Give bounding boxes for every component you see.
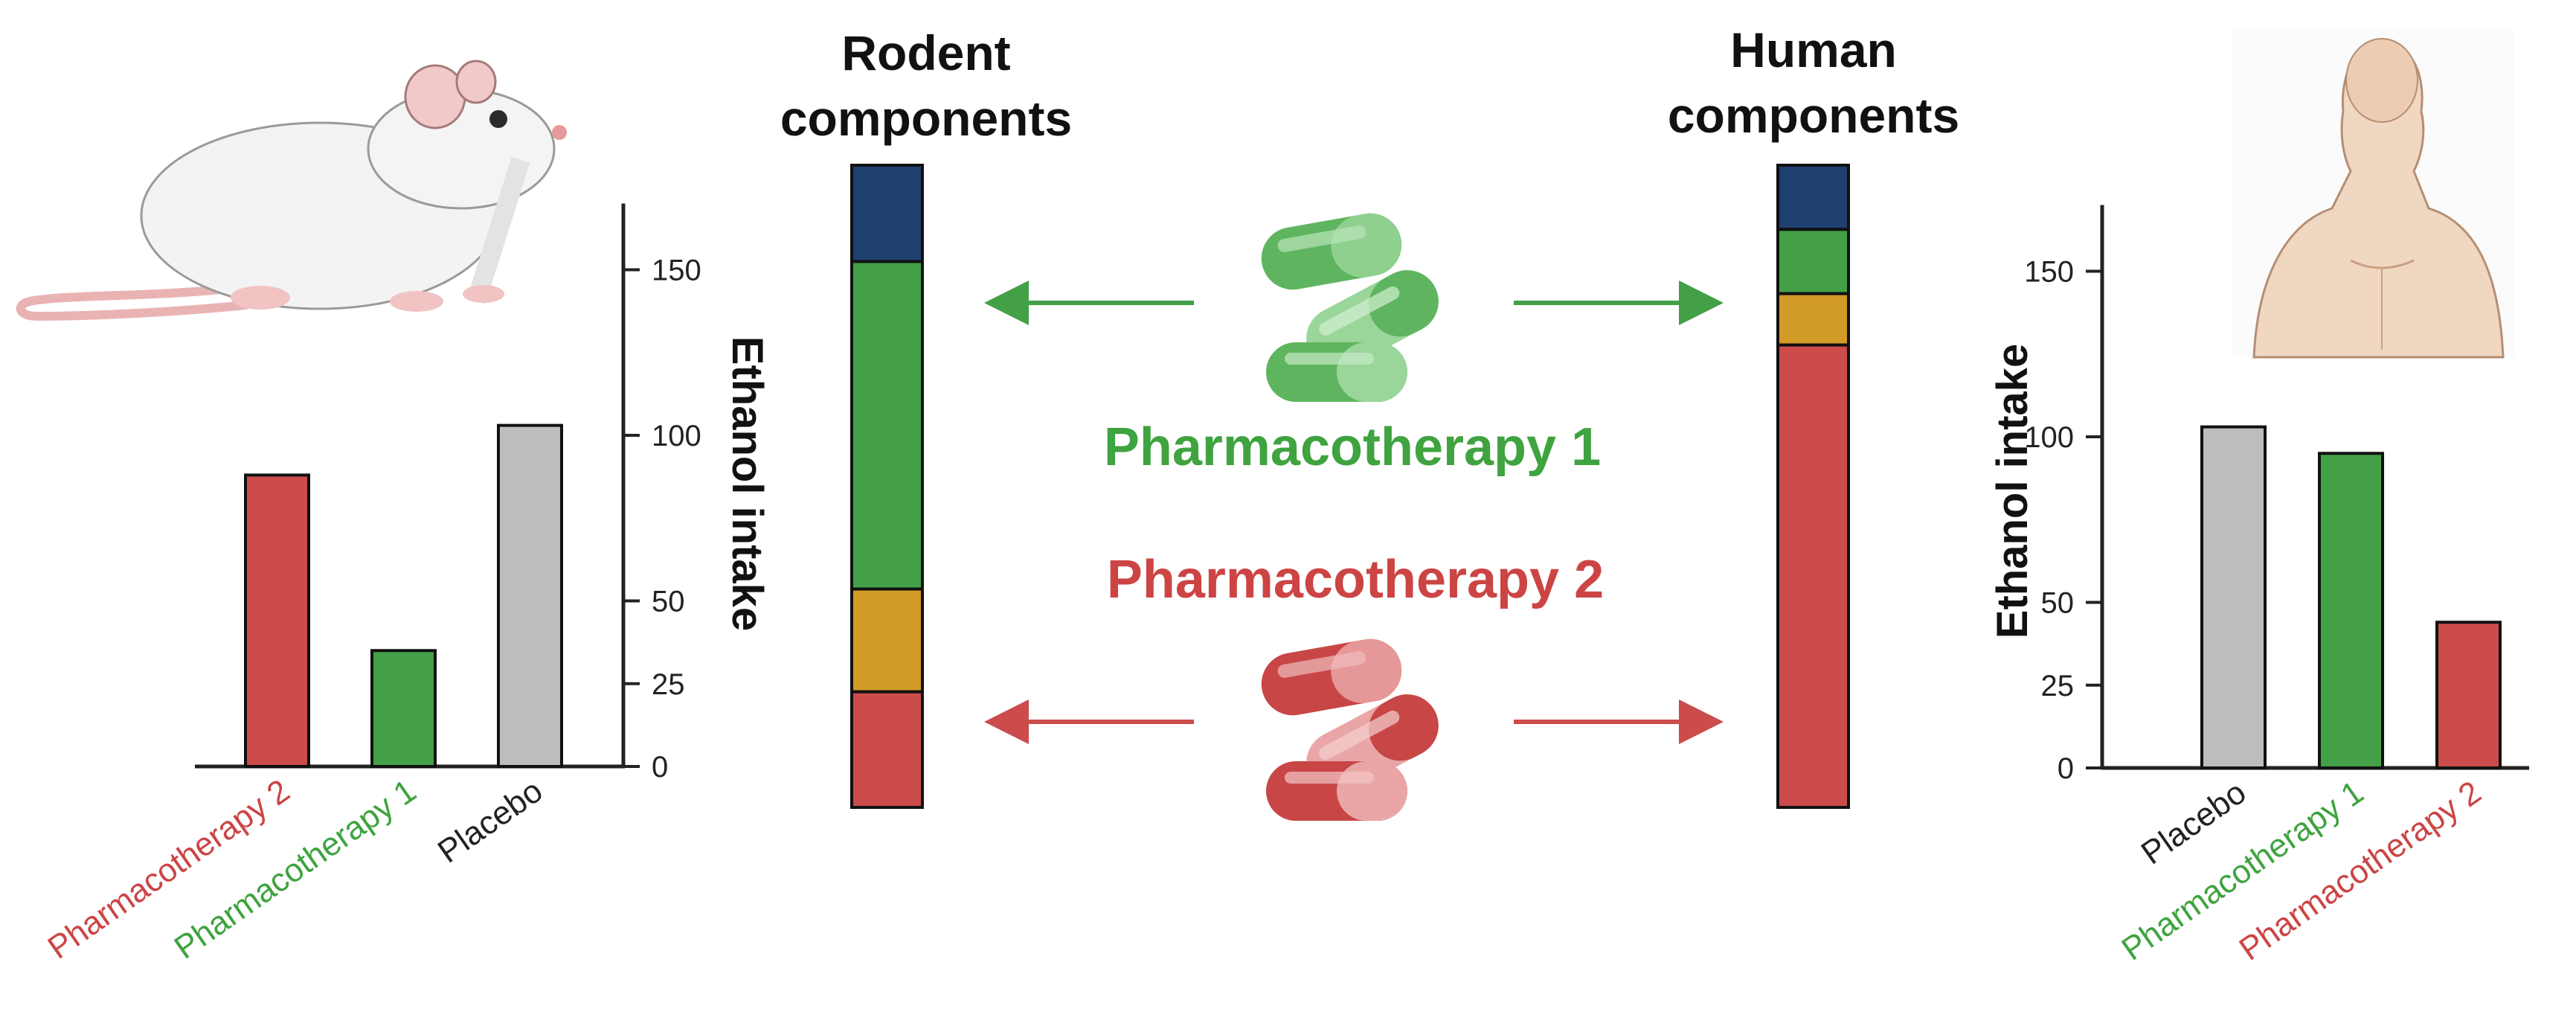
chart-tick-label: 0 bbox=[652, 751, 668, 784]
chart-bar bbox=[2200, 425, 2267, 770]
chart-y-axis-label: Ethanol intake bbox=[1988, 344, 2037, 638]
chart-bar bbox=[2318, 452, 2384, 769]
rat-icon bbox=[16, 60, 567, 321]
green-capsules-icon bbox=[1261, 213, 1439, 402]
component-segment-gold bbox=[850, 587, 924, 694]
component-segment-red bbox=[1776, 343, 1850, 809]
pharmacotherapy-2-label: Pharmacotherapy 2 bbox=[1107, 550, 1604, 609]
chart-tick-label: 150 bbox=[652, 254, 701, 287]
component-segment-gold bbox=[1776, 292, 1850, 347]
chart-tick-label: 50 bbox=[2041, 587, 2075, 620]
chart-tick-label: 25 bbox=[2041, 670, 2075, 702]
chart-bar bbox=[370, 649, 437, 768]
rodent-components-stack bbox=[850, 164, 924, 809]
human-title-line2: components bbox=[1668, 88, 1959, 143]
chart-tick-label: 50 bbox=[652, 586, 685, 618]
red-capsules-icon bbox=[1261, 638, 1439, 821]
rodent-title-line2: components bbox=[780, 91, 1072, 146]
human-components-stack bbox=[1776, 164, 1850, 809]
rodent-title-line1: Rodent bbox=[841, 25, 1010, 80]
pharmacotherapy-1-label: Pharmacotherapy 1 bbox=[1104, 417, 1601, 477]
chart-y-axis-label: Ethanol intake bbox=[723, 336, 771, 631]
component-segment-red bbox=[850, 690, 924, 809]
chart-bar bbox=[244, 473, 310, 769]
human-torso-icon bbox=[2232, 30, 2514, 359]
chart-tick-label: 100 bbox=[2024, 421, 2074, 454]
component-segment-blue bbox=[1776, 164, 1850, 231]
component-segment-blue bbox=[850, 164, 924, 263]
chart-tick-label: 100 bbox=[652, 420, 701, 452]
chart-category-label: Placebo bbox=[431, 772, 549, 870]
component-segment-green bbox=[850, 260, 924, 591]
chart-tick-label: 25 bbox=[652, 668, 685, 701]
chart-bar bbox=[497, 423, 563, 769]
chart-tick-label: 150 bbox=[2024, 256, 2074, 289]
chart-bar bbox=[2435, 621, 2502, 770]
component-segment-green bbox=[1776, 228, 1850, 295]
chart-tick-label: 0 bbox=[2058, 752, 2074, 785]
human-title-line1: Human bbox=[1730, 22, 1897, 77]
